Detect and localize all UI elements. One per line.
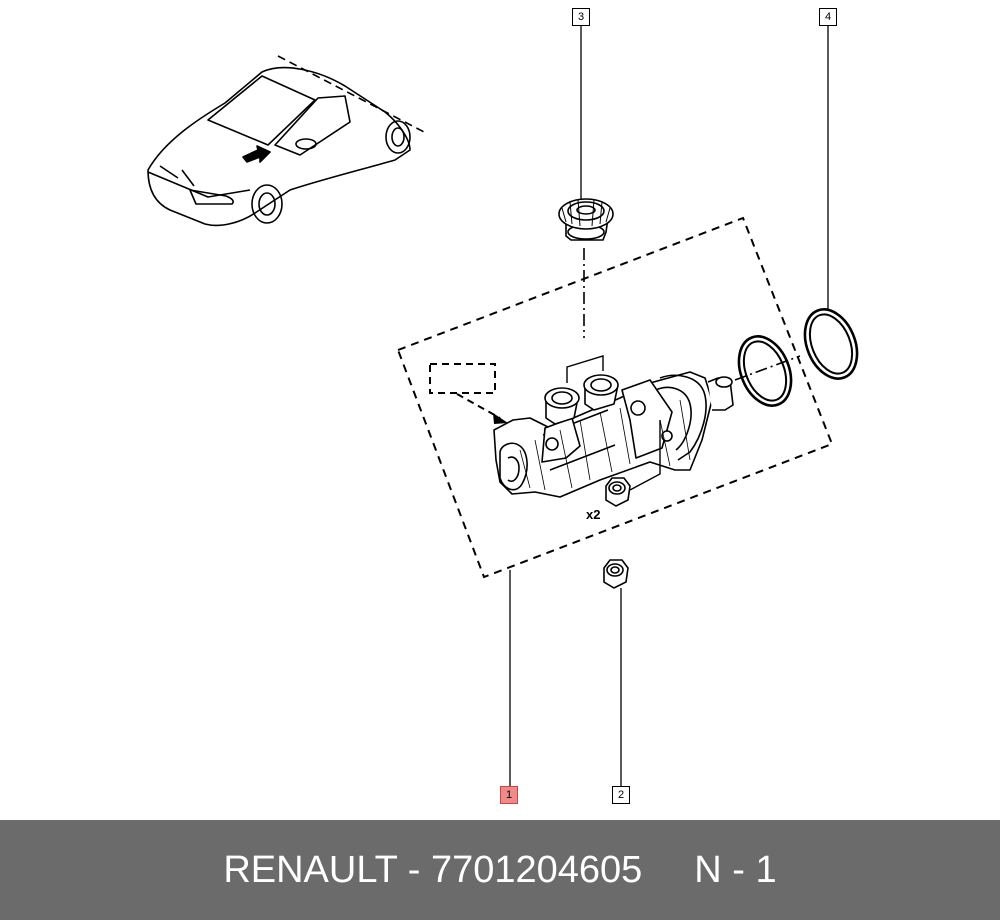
callout-3[interactable]: 3 bbox=[572, 8, 590, 26]
parts-diagram bbox=[147, 26, 859, 787]
nut-icon bbox=[603, 477, 631, 589]
quantity-label: x2 bbox=[586, 507, 601, 522]
callout-4[interactable]: 4 bbox=[819, 8, 837, 26]
reservoir-cap-icon bbox=[558, 198, 614, 241]
car-outline-icon bbox=[147, 66, 411, 227]
master-cylinder-icon bbox=[493, 371, 734, 498]
callout-2[interactable]: 2 bbox=[612, 786, 630, 804]
footer-bar: RENAULT - 7701204605 N - 1 bbox=[0, 820, 1000, 920]
callout-1[interactable]: 1 bbox=[500, 786, 518, 804]
footer-brand-part: RENAULT - 7701204605 bbox=[223, 848, 643, 891]
seal-ring-icon bbox=[737, 308, 859, 407]
footer-page-ref: N - 1 bbox=[694, 848, 777, 891]
